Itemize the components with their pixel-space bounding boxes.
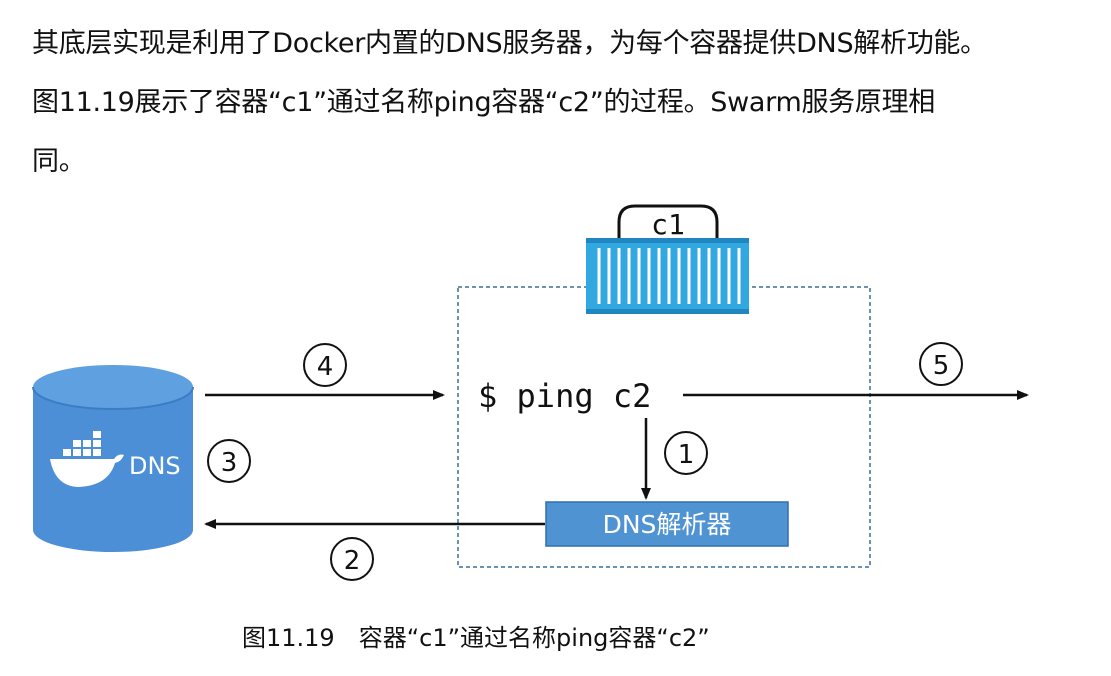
- intro-paragraph: 其底层实现是利用了Docker内置的DNS服务器，为每个容器提供DNS解析功能。…: [32, 14, 1092, 191]
- step-3-marker: 3: [207, 439, 251, 483]
- step-5-marker: 5: [919, 342, 963, 386]
- container-c1-icon: [586, 204, 749, 314]
- step-2-marker: 2: [330, 537, 374, 581]
- step-5-number: 5: [933, 351, 950, 381]
- step-1-number: 1: [678, 440, 695, 470]
- docker-whale-icon: [50, 431, 124, 487]
- dns-resolver-label: DNS解析器: [603, 510, 732, 539]
- dns-label: DNS: [129, 452, 181, 480]
- container-label: c1: [651, 208, 685, 241]
- ping-command: $ ping c2: [478, 377, 651, 415]
- dns-resolver-box: [545, 501, 789, 547]
- figure-caption: 图11.19 容器“c1”通过名称ping容器“c2”: [242, 618, 710, 653]
- figure-title: 容器“c1”通过名称ping容器“c2”: [358, 624, 710, 652]
- step-3-number: 3: [221, 448, 238, 478]
- dns-server-cylinder: [32, 365, 194, 552]
- step-4-marker: 4: [303, 343, 347, 387]
- step-1-marker: 1: [664, 431, 708, 475]
- paragraph-line-3: 同。: [32, 146, 86, 177]
- paragraph-line-2: 图11.19展示了容器“c1”通过名称ping容器“c2”的过程。Swarm服务…: [32, 87, 935, 118]
- step-2-number: 2: [344, 546, 361, 576]
- paragraph-line-1: 其底层实现是利用了Docker内置的DNS服务器，为每个容器提供DNS解析功能。: [32, 28, 987, 59]
- figure-number: 图11.19: [242, 624, 335, 652]
- step-4-number: 4: [317, 352, 334, 382]
